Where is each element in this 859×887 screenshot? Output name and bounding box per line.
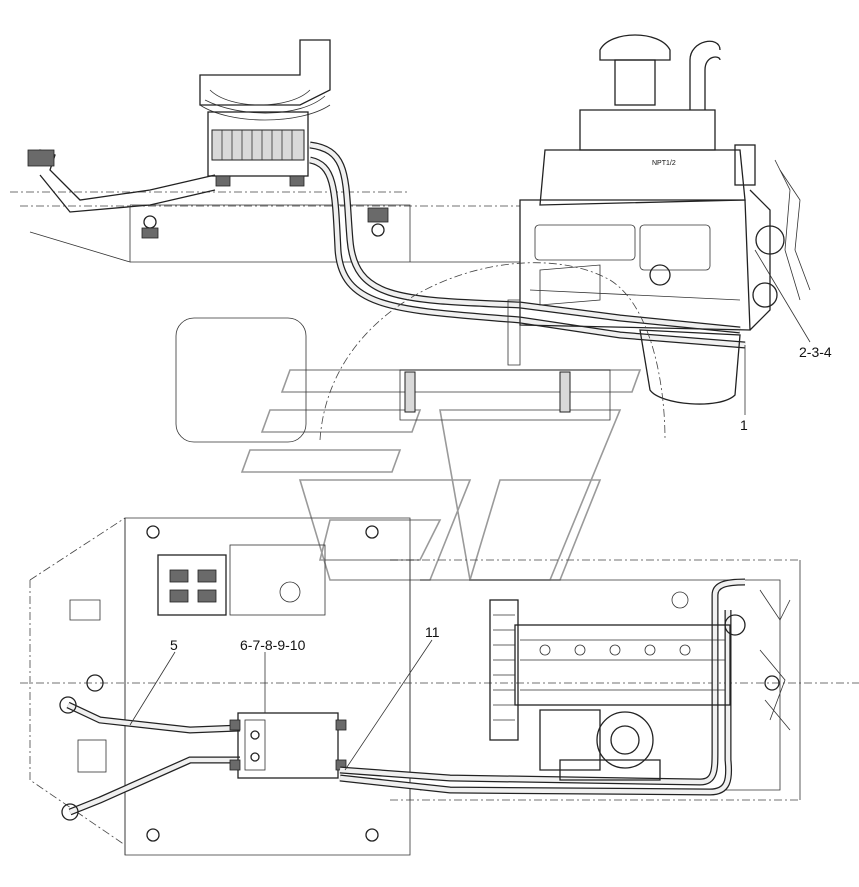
callout-1: 1	[740, 417, 748, 433]
callout-6-7-8-9-10: 6-7-8-9-10	[240, 637, 306, 653]
engine-block-note: NPT1/2	[652, 160, 676, 167]
side-view: NPT1/2	[10, 34, 811, 443]
engine-plan	[489, 591, 746, 781]
plan-view	[20, 517, 859, 856]
fan-side	[734, 144, 811, 331]
fan-plan	[759, 589, 791, 731]
watermark-logo	[240, 369, 642, 581]
callout-2-3-4: 2-3-4	[799, 344, 832, 360]
engine-side: NPT1/2	[507, 34, 751, 405]
callout-11: 11	[425, 624, 440, 640]
callout-5: 5	[170, 637, 178, 653]
